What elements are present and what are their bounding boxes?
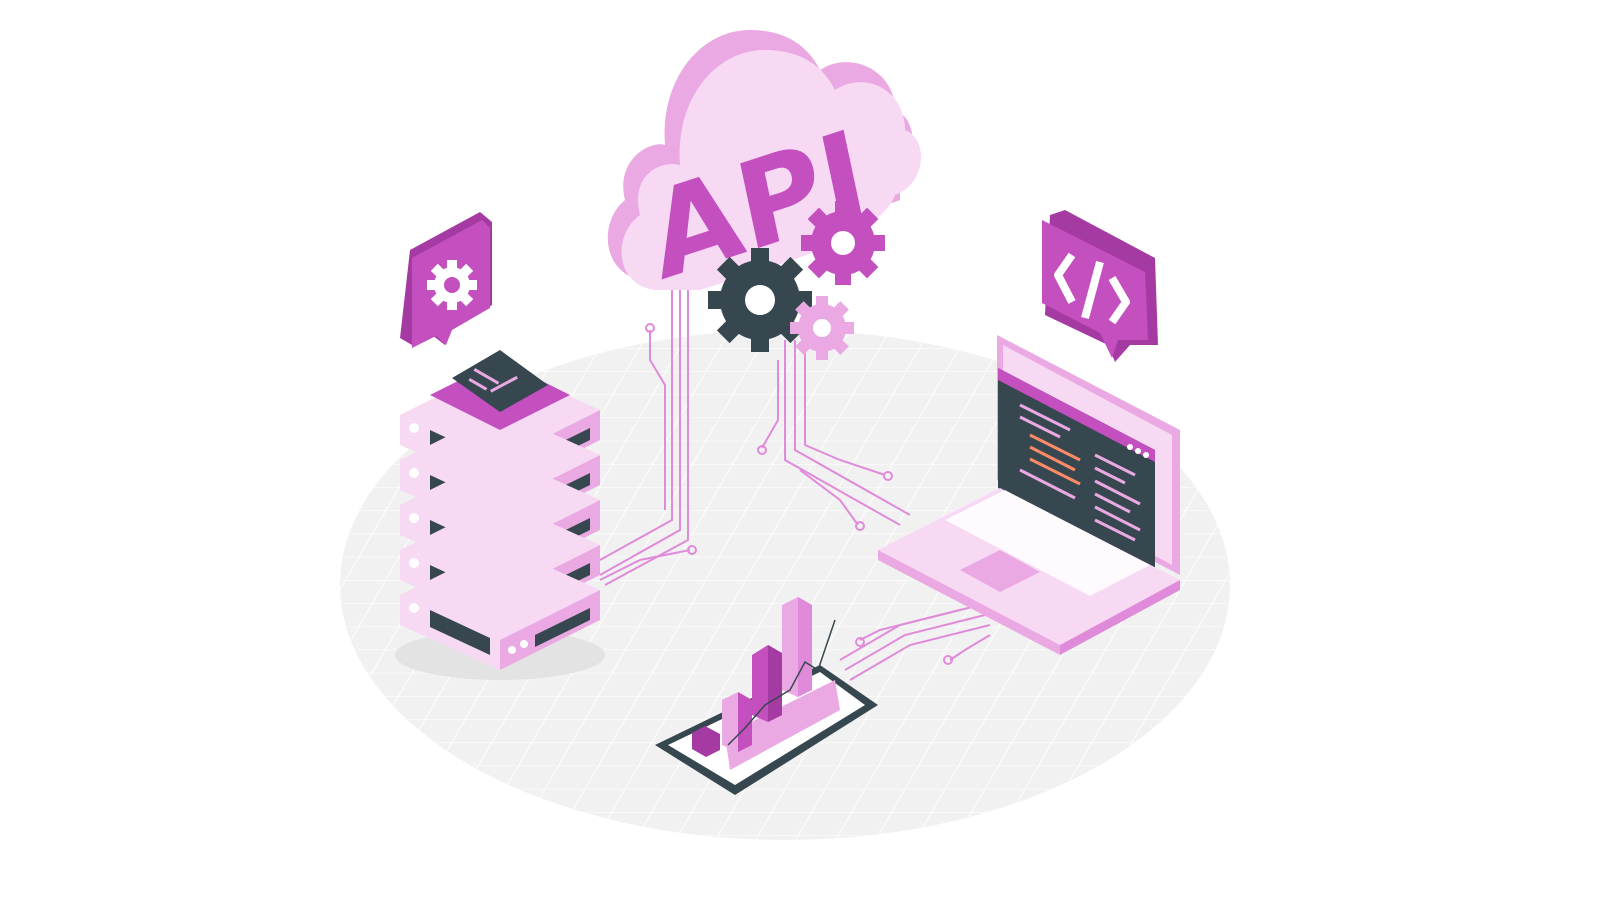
code-bubble bbox=[1042, 210, 1158, 362]
code-lines bbox=[1019, 403, 1141, 542]
laptop-icon bbox=[878, 335, 1180, 655]
circuit-lines bbox=[599, 285, 991, 681]
tablet-chart-icon bbox=[655, 597, 878, 795]
trend-line bbox=[727, 619, 836, 746]
gear-icon bbox=[427, 260, 477, 310]
bar-chart bbox=[692, 597, 812, 757]
code-icon bbox=[1054, 252, 1130, 325]
api-cloud: API bbox=[607, 30, 922, 307]
settings-bubble bbox=[400, 212, 492, 348]
server-rack-icon bbox=[395, 350, 605, 680]
